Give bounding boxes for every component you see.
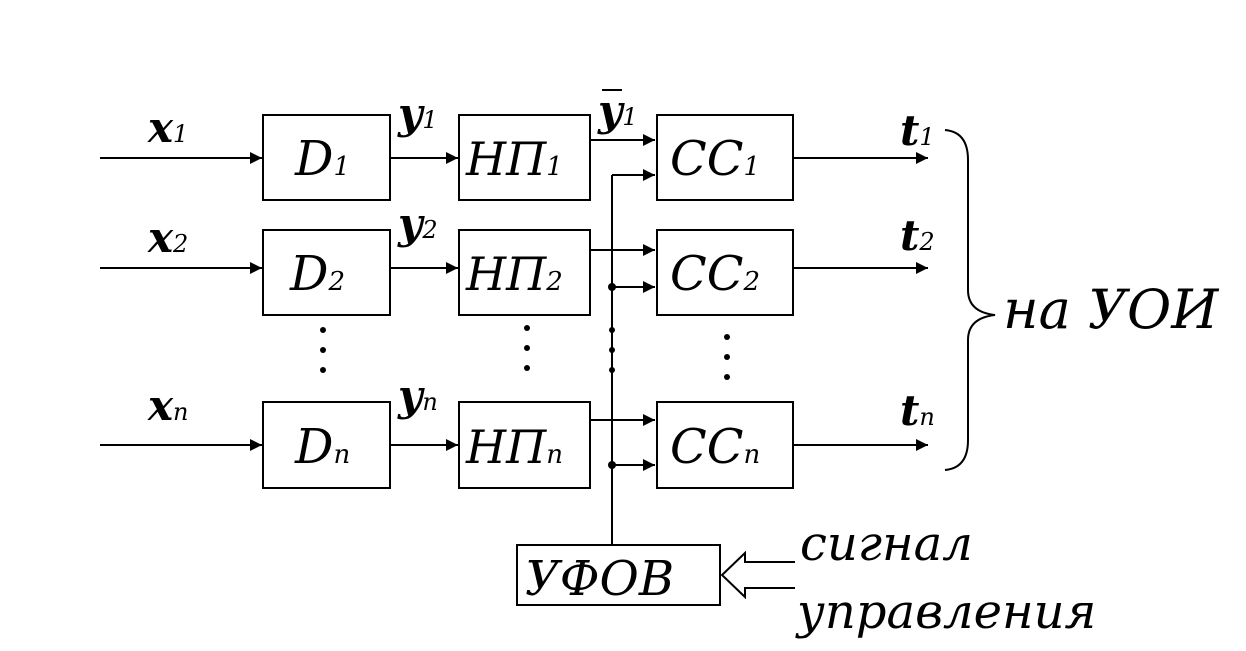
control-signal-line2: управления (795, 584, 1096, 640)
np-block-1-label: НП1 (465, 132, 563, 186)
np-block-n-label: НПn (465, 420, 563, 474)
input-label-2: x2 (147, 213, 188, 262)
control-signal-line1: сигнал (800, 516, 973, 572)
ufov-label: УФОВ (525, 551, 674, 607)
np-block-1 (458, 114, 591, 201)
cc-block-n (656, 401, 794, 489)
output-brace (944, 129, 996, 471)
cc-block-n-label: ССn (670, 419, 760, 475)
np-block-2-label: НП2 (465, 247, 563, 301)
d-block-2-label: D2 (289, 246, 345, 302)
d-block-n-label: Dn (294, 419, 350, 475)
np-block-2 (458, 229, 591, 316)
cc-block-1-label: СС1 (670, 131, 760, 187)
y-label-n: yn (397, 371, 438, 420)
d-block-2 (262, 229, 391, 316)
d-block-1-label: D1 (294, 131, 350, 187)
cc-block-2 (656, 229, 794, 316)
np-block-n (458, 401, 591, 489)
ellipsis-d (320, 327, 326, 373)
input-label-n: xn (147, 381, 189, 430)
y-label-1: y1 (397, 89, 438, 138)
ellipsis-cc (724, 334, 730, 380)
output-label-1: t1 (900, 106, 935, 155)
output-label-n: tn (900, 386, 935, 435)
output-label-2: t2 (900, 211, 935, 260)
ellipsis-np (524, 325, 530, 371)
cc-block-2-label: СС2 (670, 246, 760, 302)
ybar-label: y1 (597, 86, 638, 135)
junction-dot-2 (608, 283, 616, 291)
destination-label: на УОИ (1003, 278, 1219, 341)
junction-dot-n (608, 461, 616, 469)
control-signal-arrow (720, 550, 795, 600)
input-label-1: x1 (147, 103, 188, 152)
y-label-2: y2 (397, 199, 438, 248)
cc-block-1 (656, 114, 794, 201)
ufov-block (516, 544, 721, 606)
